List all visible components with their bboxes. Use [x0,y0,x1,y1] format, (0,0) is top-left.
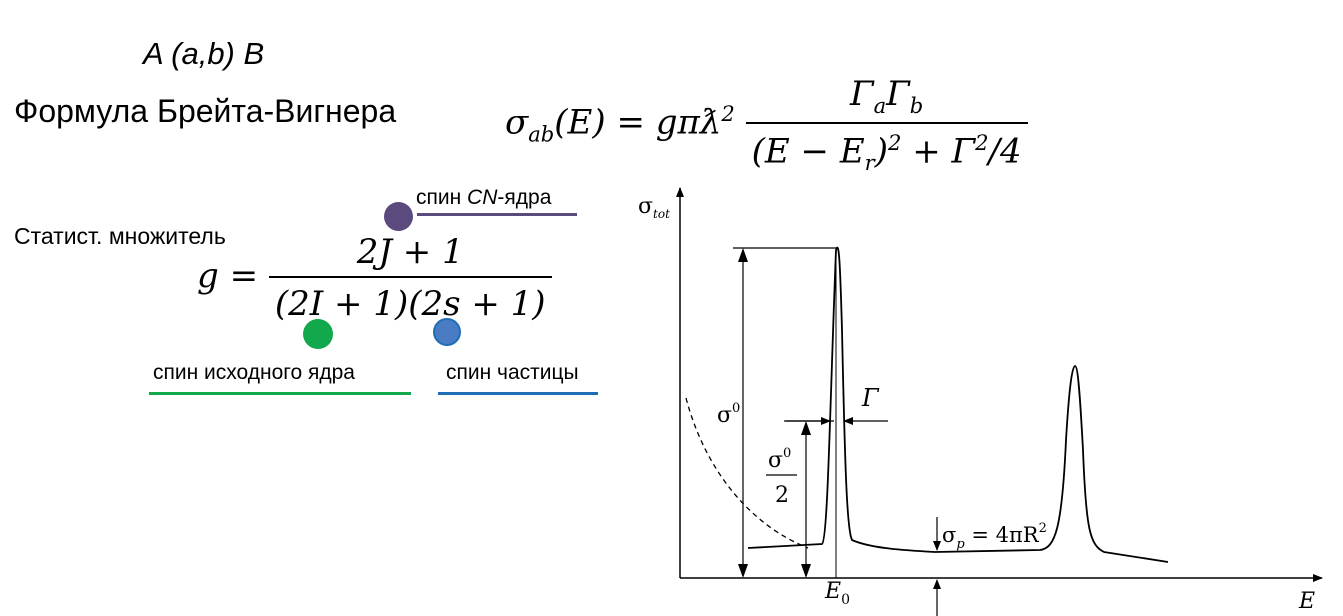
resonance-energy-label: E0 [824,579,850,608]
potential-label: σp = 4πR2 [942,521,1047,552]
initial-spin-dot [303,319,333,349]
half-label-den: 2 [775,483,789,508]
g-denominator: (2I + 1)(2s + 1) [268,276,552,324]
bw-lhs-sub: ab [528,121,555,147]
cn-spin-label: спин CN-ядра [416,186,552,209]
cn-spin-dot [384,202,413,231]
initial-spin-label: спин исходного ядра [153,361,355,384]
bw-denominator: (E − Er)2 + Γ2/4 [745,121,1028,175]
g-lhs: g = [197,256,259,296]
particle-spin-label: спин частицы [446,361,579,384]
peak-label: σ0 [717,401,740,428]
g-fraction: 2J + 1 (2I + 1)(2s + 1) [268,232,552,324]
bw-lhs-sup: 2 [721,101,735,127]
stat-factor-label: Статист. множитель [14,223,226,249]
stat-factor-formula: g = 2J + 1 (2I + 1)(2s + 1) [197,232,552,324]
cn-spin-underline [417,213,577,216]
g-numerator: 2J + 1 [356,232,464,272]
y-axis-label: σtot [638,194,670,221]
bw-fraction: ΓaΓb (E − Er)2 + Γ2/4 [745,74,1028,175]
width-label: Γ [861,384,880,412]
bw-numerator: ΓaΓb [850,74,924,118]
particle-spin-underline [438,392,598,395]
half-label-num: σ0 [768,446,791,473]
bw-lhs: σ [505,102,529,143]
reaction-notation: A (a,b) B [143,36,265,71]
breit-wigner-formula: σab(E) = gπƛ2 ΓaΓb (E − Er)2 + Γ2/4 [505,74,1028,175]
breit-wigner-title: Формула Брейта-Вигнера [14,93,397,129]
bw-lhs-arg: (E) = gπƛ [554,102,722,143]
x-axis-label: E [1298,589,1315,614]
initial-spin-underline [149,392,411,395]
particle-spin-dot [433,318,461,346]
resonance-curve [747,246,1169,563]
